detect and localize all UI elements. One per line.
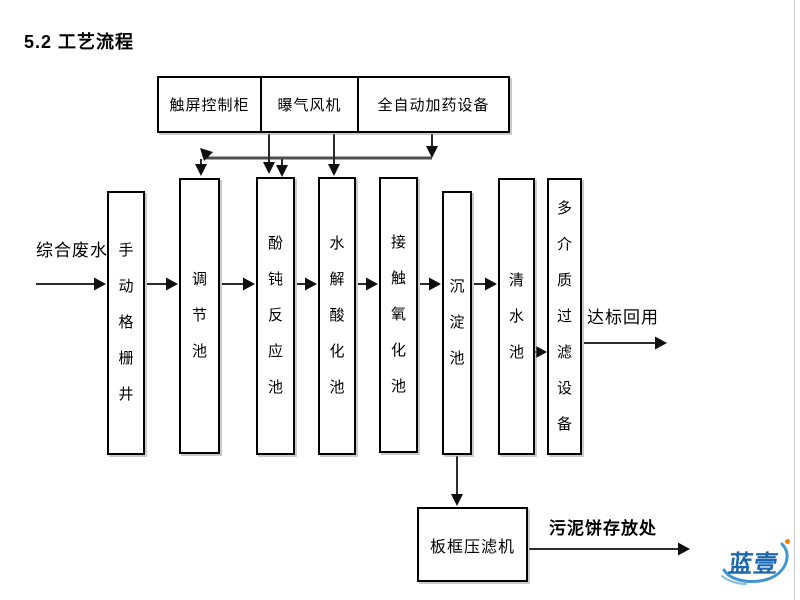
tank-contact-oxidation: 接触氧化池: [379, 177, 418, 453]
tank-sedimentation: 沉淀池: [442, 191, 472, 455]
tank-label: 清水池: [508, 271, 524, 361]
tank-regulating: 调节池: [179, 178, 220, 454]
tank-clear-water: 清水池: [498, 178, 535, 455]
tank-manual-screen-well: 手动格栅井: [107, 191, 145, 455]
slide-right-edge-line: [794, 0, 795, 600]
effluent-reuse-label: 达标回用: [587, 308, 659, 327]
control-cell-label: 触屏控制柜: [169, 97, 250, 114]
control-cell-aeration-blower: 曝气风机: [260, 78, 357, 131]
tank-label: 接触氧化池: [390, 234, 406, 395]
tank-label: 调节池: [191, 271, 207, 360]
sludge-cake-storage-label: 污泥饼存放处: [549, 519, 657, 538]
control-cell-auto-dosing: 全自动加药设备: [357, 78, 508, 131]
control-cell-touchscreen-cabinet: 触屏控制柜: [159, 78, 260, 131]
tank-label: 沉淀池: [449, 278, 465, 367]
control-cell-label: 全自动加药设备: [377, 97, 490, 114]
influent-label: 综合废水: [36, 241, 108, 260]
press-box-label: 板框压滤机: [429, 538, 515, 556]
control-cell-label: 曝气风机: [277, 97, 342, 114]
tank-label: 手动格栅井: [118, 242, 134, 403]
tank-hydrolysis-acidification: 水解酸化池: [318, 177, 356, 455]
plate-frame-filter-press-box: 板框压滤机: [417, 507, 528, 582]
logo-text: 蓝壹: [726, 551, 781, 578]
tank-label: 水解酸化池: [329, 235, 345, 396]
logo-orange-dot: [785, 539, 790, 544]
tank-multimedia-filter: 多介质过滤设备: [547, 178, 582, 455]
control-equipment-bar: 触屏控制柜 曝气风机 全自动加药设备: [157, 76, 510, 133]
tank-label: 酚钝反应池: [267, 235, 283, 396]
tank-label: 多介质过滤设备: [556, 199, 572, 433]
lanyi-logo: 蓝壹: [720, 534, 796, 586]
logo-swoosh-icon: [721, 542, 789, 585]
tank-fenton-reaction: 酚钝反应池: [256, 177, 295, 455]
page-title: 5.2 工艺流程: [24, 32, 135, 52]
